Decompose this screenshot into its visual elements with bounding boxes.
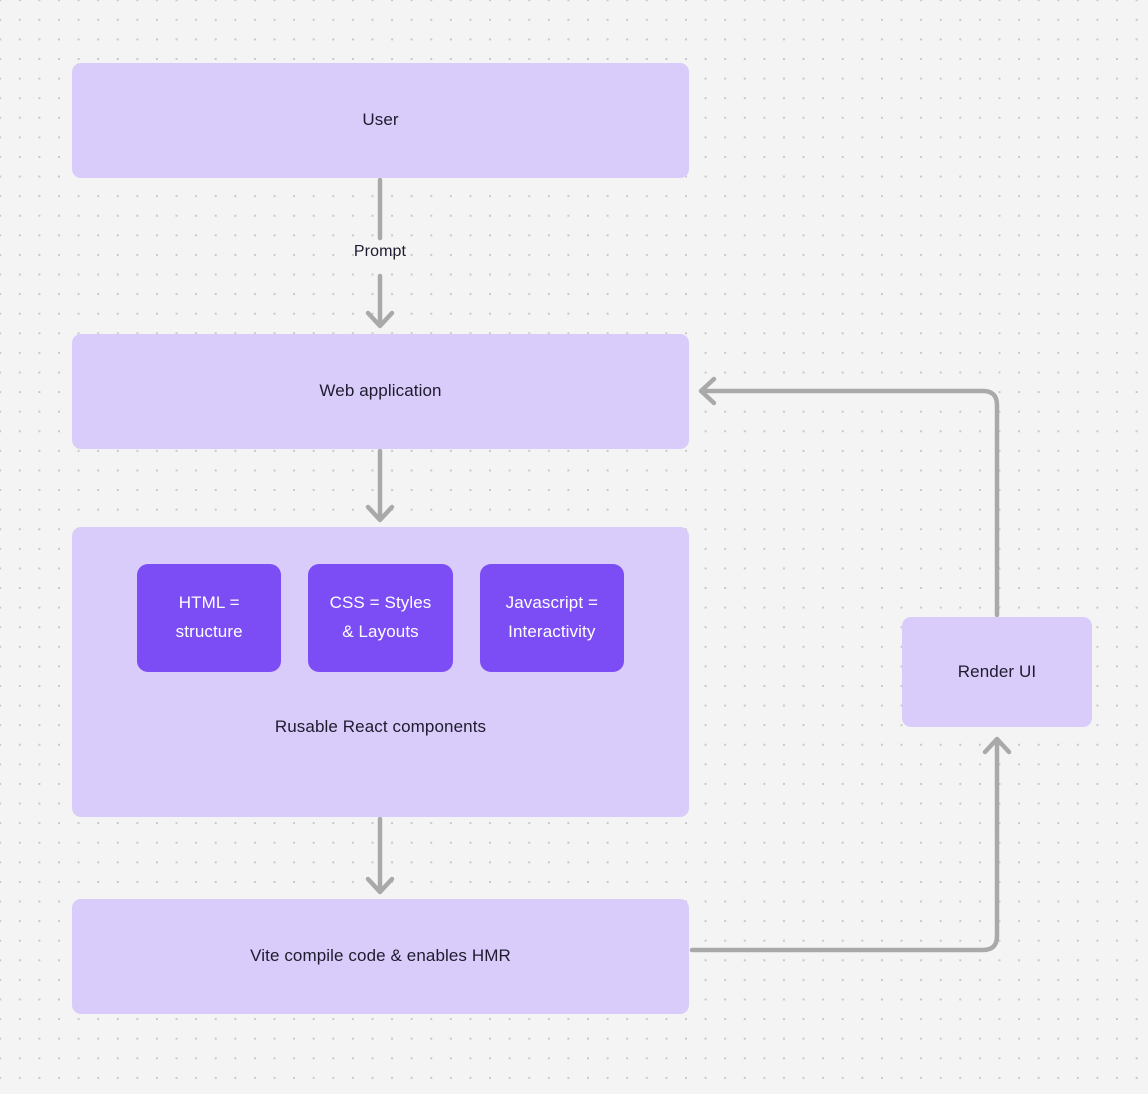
node-user[interactable]: User [72,63,689,178]
node-render-ui-label: Render UI [957,661,1037,681]
arrowhead-down-vite [365,876,395,895]
node-render-ui[interactable]: Render UI [902,617,1092,727]
edge-render-to-webapp [699,388,1000,618]
chip-javascript-line2: Interactivity [508,622,596,641]
arrowhead-up-render [982,736,1012,755]
chip-html[interactable]: HTML = structure [137,564,282,672]
chip-html-line1: HTML = [178,593,240,613]
arrowhead-left-webapp [698,376,717,406]
node-container-caption: Rusable React components [274,717,487,736]
node-web-application-label: Web application [319,381,442,401]
chip-css-line1: CSS = Styles [329,593,432,613]
chip-css-line2: & Layouts [342,622,419,641]
edge-vite-to-render [689,737,1000,953]
node-web-application[interactable]: Web application [72,334,689,449]
node-user-label: User [362,110,399,130]
node-react-components-container[interactable]: HTML = structure CSS = Styles & Layouts … [72,527,689,817]
edge-label-prompt: Prompt [353,243,407,260]
chip-html-line2: structure [175,622,243,641]
chip-javascript-text: Javascript = Interactivity [506,589,598,647]
tech-chip-row: HTML = structure CSS = Styles & Layouts … [137,564,624,672]
arrowhead-down-webapp [365,310,395,329]
chip-javascript[interactable]: Javascript = Interactivity [479,564,624,672]
chip-css[interactable]: CSS = Styles & Layouts [308,564,453,672]
chip-html-text: HTML = structure [176,589,243,647]
node-vite[interactable]: Vite compile code & enables HMR [72,899,689,1014]
chip-css-text: CSS = Styles & Layouts [330,589,432,647]
chip-javascript-line1: Javascript = [505,593,599,613]
arrowhead-down-container [365,504,395,523]
node-vite-label: Vite compile code & enables HMR [250,946,511,966]
